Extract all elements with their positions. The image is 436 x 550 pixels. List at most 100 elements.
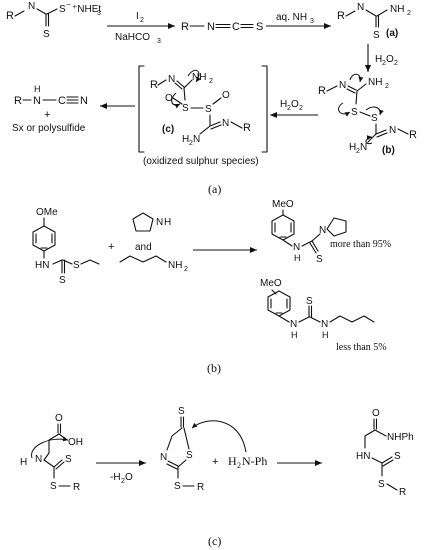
atom-s: S <box>205 104 212 115</box>
atom-o: O <box>222 90 230 101</box>
atom-s: S <box>351 107 358 118</box>
byproduct-sulfur: Sx or polysulfide <box>12 123 86 134</box>
intermediate-b: R N NH 2 S S N R H 2 N (b) <box>318 73 417 156</box>
atom-s-exo: S <box>178 406 185 417</box>
subscript: 3 <box>97 10 101 17</box>
atom-hn: HN <box>35 260 49 271</box>
dithiocarbamate-salt: R N H S S − ⁺NHEt 3 <box>6 0 101 40</box>
atom-n: N <box>28 1 35 12</box>
aniline: H 2 N-Ph <box>191 420 267 470</box>
caption-oxidized-sulphur: (oxidized sulphur species) <box>143 156 259 167</box>
atom-n: N <box>156 217 163 228</box>
thiourea-a: R N H S NH 2 (a) <box>337 0 411 41</box>
methoxy: MeO <box>260 278 282 289</box>
cyclic-thiazolidine: S N S S R <box>160 406 204 493</box>
atom-s: S <box>378 479 385 490</box>
atom-s: S <box>73 260 80 271</box>
atom-r: R <box>73 482 80 493</box>
subscript: 2 <box>299 105 303 112</box>
atom-r: R <box>14 95 22 107</box>
product-pyrrolidine-thiourea: MeO N H S N more than 95% <box>271 199 391 265</box>
atom-n-ring: N <box>319 225 326 236</box>
triethylammonium: ⁺NHEt <box>72 4 101 15</box>
atom-h: H <box>20 457 27 468</box>
atom-h: H <box>322 330 329 340</box>
plus: + <box>44 109 50 121</box>
atom-nh2: NH <box>368 77 382 88</box>
subscript: 3 <box>310 18 314 25</box>
reagent-peroxide: O <box>386 54 394 65</box>
atom-n: N <box>35 454 42 465</box>
atom-n: N <box>321 319 328 330</box>
isothiocyanate: R N C S <box>181 21 263 33</box>
panel-label-a: (a) <box>208 182 221 196</box>
subscript: 2 <box>121 478 125 485</box>
subscript: 2 <box>237 461 241 470</box>
step-peroxide-1: H 2 O 2 <box>365 44 398 72</box>
reagent-peroxide: H <box>280 99 287 110</box>
atom-c: C <box>232 21 240 33</box>
step-ammonia: aq. NH 3 <box>266 12 331 29</box>
reagent-minus-water: O <box>125 472 133 483</box>
compound-tag-c: (c) <box>162 124 174 135</box>
methoxy: OMe <box>36 207 58 218</box>
product-thioamide: O NHPh HN S S R <box>356 408 414 498</box>
atom-h: H <box>291 330 298 340</box>
conjunction-and: and <box>135 242 152 253</box>
aniline: H <box>228 454 237 468</box>
panel-label-c: (c) <box>208 534 221 548</box>
reagent-peroxide: H <box>375 54 382 65</box>
atom-n: N <box>293 242 300 253</box>
atom-n: N <box>80 95 88 107</box>
atom-o: O <box>165 93 173 104</box>
atom-s: S <box>50 481 57 492</box>
atom-h: H <box>294 253 301 263</box>
atom-h2n: N <box>193 134 200 145</box>
atom-s: S <box>182 103 189 114</box>
reagent-ammonia: aq. NH <box>276 12 307 23</box>
atom-n: N <box>389 125 396 136</box>
aniline: N-Ph <box>242 454 267 468</box>
atom-r: R <box>197 482 204 493</box>
atom-hn: HN <box>356 451 370 462</box>
atom-r: R <box>181 21 189 33</box>
yield-minor: less than 5% <box>336 342 387 353</box>
reagent-bicarbonate: NaHCO <box>115 32 150 43</box>
atom-r: R <box>243 122 251 134</box>
panel-b: OMe HN S S + N H and NH 2 <box>32 199 391 375</box>
atom-s-thione: S <box>394 451 401 462</box>
atom-s: S <box>316 254 323 265</box>
atom-r: R <box>409 129 417 141</box>
carboxymethyl-dithiocarbamate: O OH H N S S R <box>20 413 83 493</box>
atom-s: S <box>256 21 263 33</box>
atom-n: N <box>33 95 41 107</box>
atom-r: R <box>6 10 14 22</box>
atom-h: H <box>357 0 364 2</box>
reagent-minus-water: -H <box>110 472 121 483</box>
atom-r: R <box>150 79 158 91</box>
atom-r: R <box>318 85 326 97</box>
atom-s-thione: S <box>43 29 50 40</box>
atom-h: H <box>28 0 35 1</box>
atom-o: O <box>372 408 380 419</box>
yield-major: more than 95% <box>330 239 391 250</box>
subscript: 2 <box>394 60 398 67</box>
atom-s: S <box>371 113 378 124</box>
atom-n: N <box>168 74 175 85</box>
pyrrolidine: N H <box>132 212 171 232</box>
subscript: 3 <box>157 38 161 45</box>
panel-label-b: (b) <box>207 361 221 375</box>
step-iodine: I 2 NaHCO 3 <box>107 11 175 45</box>
atom-n: N <box>290 319 297 330</box>
atom-h2n: H <box>182 134 189 145</box>
atom-s-thione: S <box>65 454 72 465</box>
panel-a: R N H S S − ⁺NHEt 3 I 2 NaHCO 3 R N <box>6 0 417 196</box>
subscript: 2 <box>407 10 411 17</box>
product-cyanamide: R N H C N + Sx or polysulfide <box>12 84 88 134</box>
plus: + <box>108 241 114 253</box>
methoxy: MeO <box>272 199 294 210</box>
atom-s: S <box>373 30 380 41</box>
atom-nh2: NH <box>168 260 182 271</box>
atom-n: N <box>339 80 346 91</box>
